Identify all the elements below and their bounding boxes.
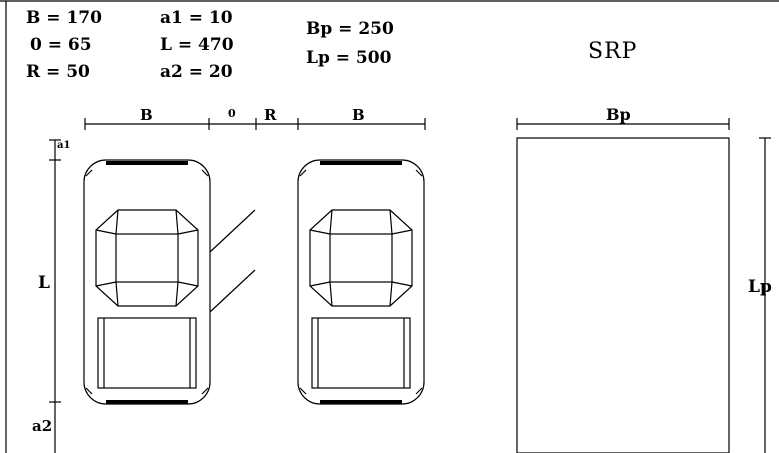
width-dimension-line — [84, 118, 426, 130]
srp-title: SRP — [588, 39, 637, 64]
parking-space-rect — [516, 137, 730, 453]
dim-label-lp: Lp — [748, 277, 772, 297]
bp-dimension-line — [516, 118, 730, 130]
param-lp: Lp = 500 — [306, 48, 392, 68]
param-r: R = 50 — [26, 62, 90, 82]
car-right — [297, 159, 425, 405]
lp-dimension-line — [759, 137, 771, 453]
dim-label-bp: Bp — [606, 105, 631, 124]
param-bp: Bp = 250 — [306, 19, 394, 39]
dim-label-b-right: B — [352, 106, 365, 124]
param-l: L = 470 — [160, 35, 234, 55]
dim-label-r: R — [264, 106, 277, 124]
door-swing-lines — [209, 209, 256, 313]
dim-label-l: L — [38, 273, 50, 293]
param-o: 0 = 65 — [30, 35, 92, 55]
dim-label-b-left: B — [140, 106, 153, 124]
length-dimension-line — [49, 139, 61, 453]
dim-label-a2: a2 — [32, 417, 52, 435]
param-b: B = 170 — [26, 8, 102, 28]
dim-label-o: 0 — [228, 107, 236, 120]
car-left — [83, 159, 211, 405]
param-a1: a1 = 10 — [160, 8, 233, 28]
param-a2: a2 = 20 — [160, 62, 233, 82]
dim-label-a1: a1 — [57, 140, 70, 151]
